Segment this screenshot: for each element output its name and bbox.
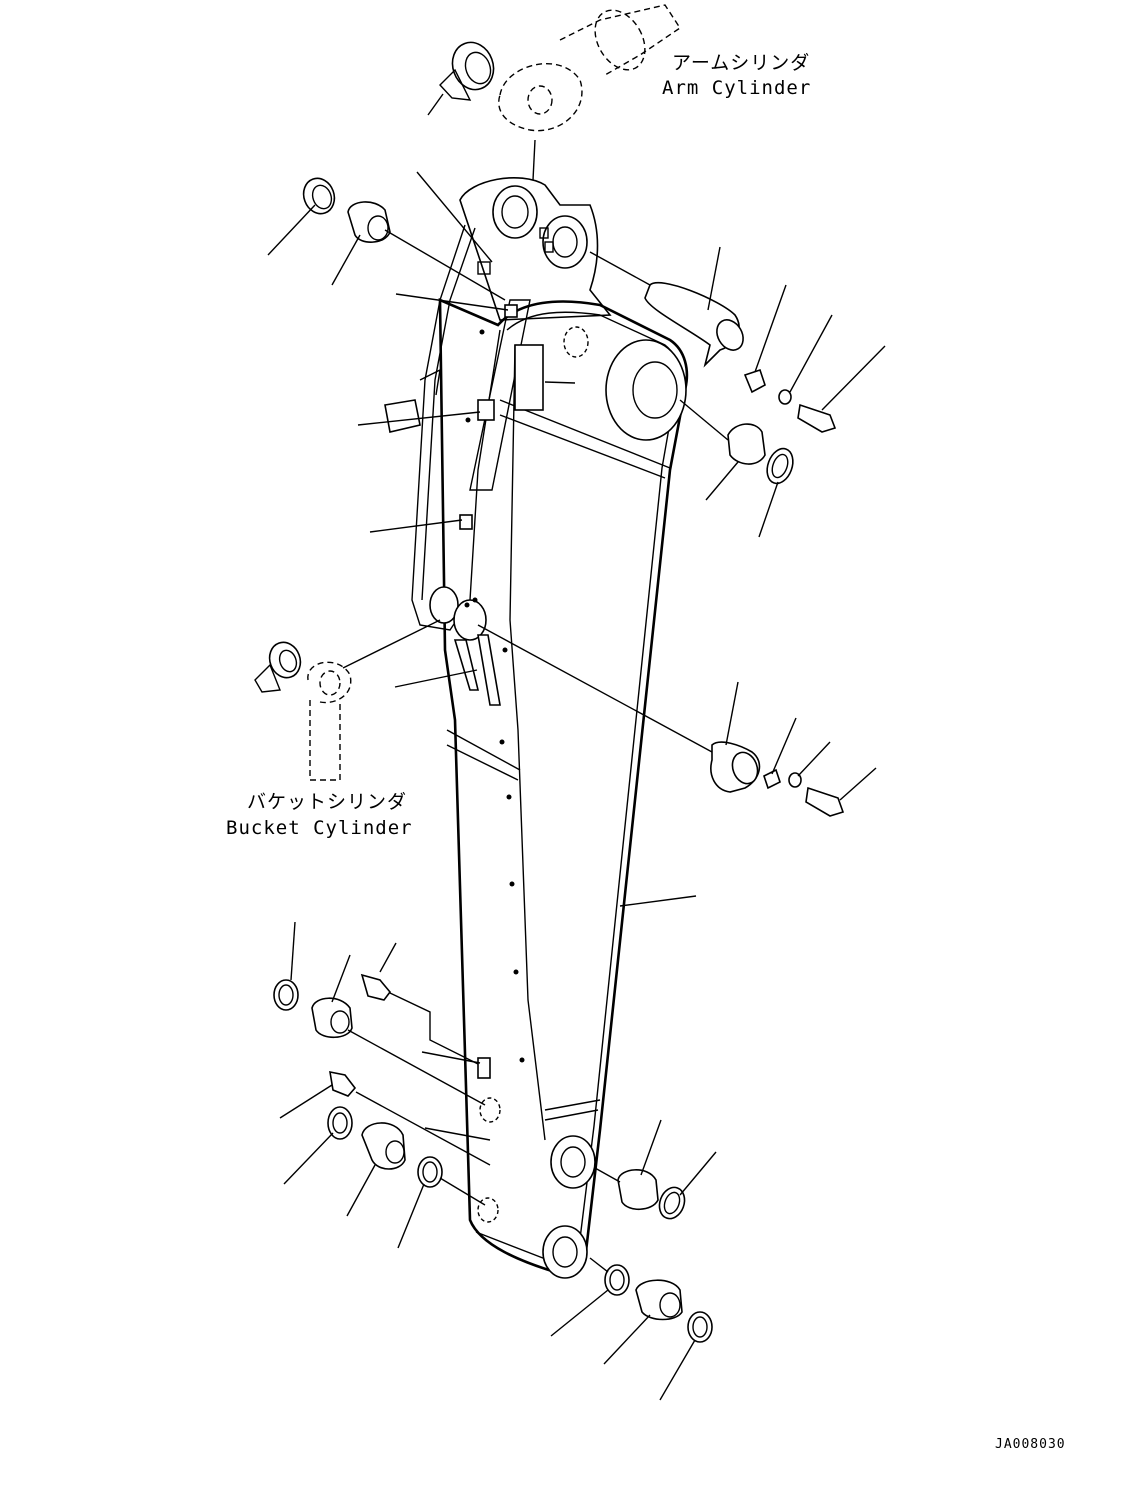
upper-pin-group bbox=[644, 281, 837, 485]
drawing-reference-number: JA008030 bbox=[995, 1437, 1066, 1452]
leader-lines bbox=[267, 171, 886, 1401]
arm-body bbox=[384, 177, 689, 1279]
lower-right-parts bbox=[604, 1169, 713, 1343]
arm-cylinder-label-jp: アームシリンダ bbox=[672, 52, 811, 74]
bucket-cylinder-label-en: Bucket Cylinder bbox=[226, 817, 413, 839]
bucket-cylinder-washer bbox=[254, 641, 302, 693]
lower-left-parts bbox=[273, 973, 491, 1188]
arm-cylinder-rod bbox=[498, 4, 681, 132]
bucket-cylinder-rod bbox=[307, 661, 352, 781]
bucket-cylinder-label-jp: バケットシリンダ bbox=[247, 791, 408, 813]
arm-cylinder-washer bbox=[439, 41, 495, 101]
mid-pin-group bbox=[710, 741, 845, 817]
upper-left-bushings bbox=[302, 177, 391, 243]
arm-cylinder-label-en: Arm Cylinder bbox=[662, 77, 812, 99]
